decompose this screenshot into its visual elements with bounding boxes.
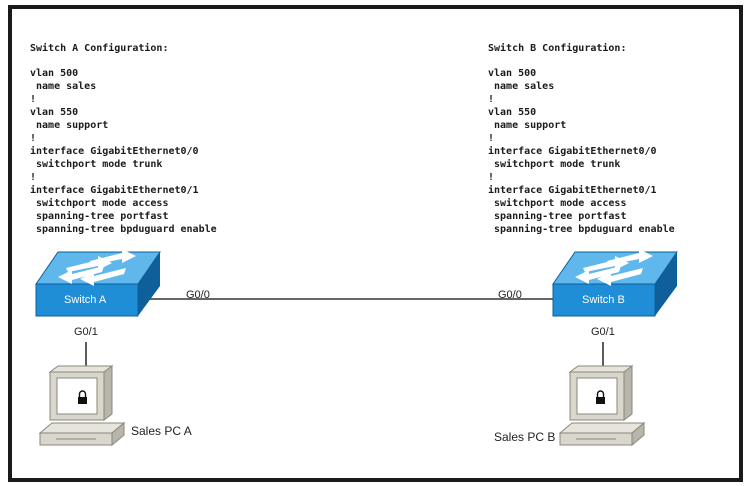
switch-b-config: Switch B Configuration: vlan 500 name sa…	[488, 42, 675, 236]
pc-a-icon	[38, 365, 126, 447]
pc-a-label: Sales PC A	[131, 424, 192, 438]
config-line: vlan 550	[488, 107, 537, 118]
config-line: spanning-tree portfast	[488, 211, 627, 222]
switch-a-trunk-port-label: G0/0	[186, 289, 210, 301]
config-line: switchport mode access	[30, 198, 169, 209]
switch-a-access-port-label: G0/1	[74, 326, 98, 338]
switch-b-config-title: Switch B Configuration:	[488, 43, 627, 54]
switch-a-config-title: Switch A Configuration:	[30, 43, 169, 54]
config-line: !	[488, 133, 495, 144]
switch-a-icon	[35, 249, 161, 317]
config-line: interface GigabitEthernet0/0	[30, 146, 199, 157]
config-line: vlan 550	[30, 107, 79, 118]
config-line: !	[488, 172, 495, 183]
config-line: vlan 500	[488, 68, 537, 79]
config-line: !	[488, 94, 495, 105]
config-line: spanning-tree bpduguard enable	[30, 224, 217, 235]
config-line: !	[30, 133, 37, 144]
config-line: interface GigabitEthernet0/0	[488, 146, 657, 157]
switch-b-trunk-port-label: G0/0	[498, 289, 522, 301]
switch-a-config: Switch A Configuration: vlan 500 name sa…	[30, 42, 217, 236]
config-line: vlan 500	[30, 68, 79, 79]
config-line: switchport mode trunk	[488, 159, 621, 170]
config-line: switchport mode trunk	[30, 159, 163, 170]
switch-b-label: Switch B	[582, 294, 625, 306]
pc-b-label: Sales PC B	[494, 430, 556, 444]
config-line: name sales	[30, 81, 97, 92]
config-line: spanning-tree portfast	[30, 211, 169, 222]
switch-b-access-port-label: G0/1	[591, 326, 615, 338]
switch-a-label: Switch A	[64, 294, 107, 306]
config-line: name support	[30, 120, 109, 131]
config-line: switchport mode access	[488, 198, 627, 209]
config-line: name sales	[488, 81, 555, 92]
config-line: !	[30, 172, 37, 183]
config-line: interface GigabitEthernet0/1	[30, 185, 199, 196]
config-line: name support	[488, 120, 567, 131]
pc-b-icon	[558, 365, 646, 447]
config-line: !	[30, 94, 37, 105]
config-line: spanning-tree bpduguard enable	[488, 224, 675, 235]
switch-b-icon	[552, 249, 678, 317]
config-line: interface GigabitEthernet0/1	[488, 185, 657, 196]
